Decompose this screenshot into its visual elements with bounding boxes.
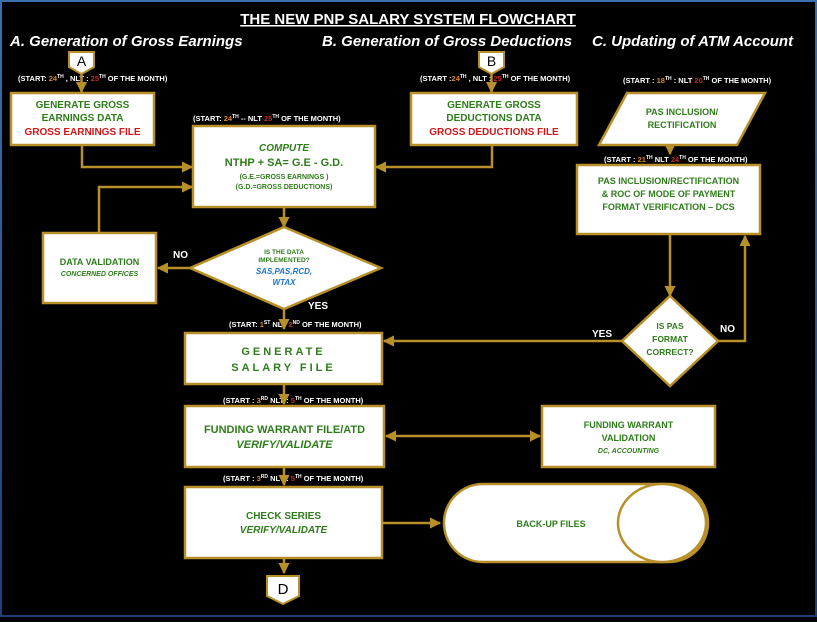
decision-implemented-no-label: NO: [173, 250, 188, 261]
funding-validation-box: FUNDING WARRANT VALIDATION DC, ACCOUNTIN…: [540, 404, 717, 469]
schedule-gross-deductions: (START :24TH , NLT : 25TH OF THE MONTH): [420, 74, 571, 83]
decision-pas-yes-label: YES: [592, 329, 612, 340]
connector-b-label: B: [487, 53, 496, 69]
check-series-line2: VERIFY/VALIDATE: [240, 525, 328, 536]
gross-earnings-box: GENERATE GROSS EARNINGS DATA GROSS EARNI…: [9, 91, 156, 147]
section-a-heading: A. Generation of Gross Earnings: [9, 33, 243, 50]
funding-warrant-line1: FUNDING WARRANT FILE/ATD: [204, 424, 365, 436]
decision-data-implemented: IS THE DATA IMPLEMENTED? SAS,PAS,RCD, WT…: [186, 225, 385, 311]
check-series-box: CHECK SERIES VERIFY/VALIDATE: [183, 485, 384, 560]
funding-validation-line2: VALIDATION: [602, 433, 656, 443]
compute-formula: NTHP + SA= G.E - G.D.: [225, 157, 343, 169]
decision-pas-line3: CORRECT?: [646, 347, 693, 357]
funding-validation-line3: DC, ACCOUNTING: [598, 448, 660, 455]
gross-earnings-line2: EARNINGS DATA: [42, 113, 124, 124]
gross-deductions-line2: DEDUCTIONS DATA: [446, 113, 541, 124]
generate-salary-line2: SALARY FILE: [231, 362, 336, 374]
pas-input-line2: RECTIFICATION: [648, 120, 717, 130]
decision-implemented-line2: IMPLEMENTED?: [258, 257, 309, 264]
gross-deductions-file: GROSS DEDUCTIONS FILE: [429, 127, 559, 138]
funding-validation-line1: FUNDING WARRANT: [584, 420, 674, 430]
compute-note-gd: (G.D.=GROSS DEDUCTIONS): [236, 184, 333, 191]
schedule-pas-roc: (START : 21TH NLT 24TH OF THE MONTH): [604, 155, 748, 164]
gross-earnings-file: GROSS EARNINGS FILE: [24, 127, 140, 138]
generate-salary-box: GENERATE SALARY FILE: [183, 331, 384, 386]
decision-implemented-line3: SAS,PAS,RCD,: [256, 267, 312, 276]
pas-input-line1: PAS INCLUSION/: [646, 107, 719, 117]
schedule-check: (START : 3RD NLT : 5TH OF THE MONTH): [223, 474, 364, 483]
schedule-funding: (START : 3RD NLT : 5TH OF THE MONTH): [223, 396, 364, 405]
section-b-heading: B. Generation of Gross Deductions: [322, 33, 572, 50]
decision-implemented-yes-label: YES: [308, 301, 328, 312]
compute-note-ge: (G.E.=GROSS EARNINGS ): [240, 174, 329, 181]
connector-d-label: D: [278, 581, 289, 598]
pas-roc-line2: & ROC OF MODE OF PAYMENT: [602, 189, 736, 199]
decision-implemented-line1: IS THE DATA: [264, 249, 304, 256]
pas-roc-line1: PAS INCLUSION/RECTIFICATION: [598, 176, 739, 186]
check-series-line1: CHECK SERIES: [246, 511, 321, 522]
gross-deductions-box: GENERATE GROSS DEDUCTIONS DATA GROSS DED…: [409, 91, 579, 147]
gross-deductions-line1: GENERATE GROSS: [447, 100, 541, 111]
pas-input-parallelogram: PAS INCLUSION/ RECTIFICATION: [596, 91, 768, 147]
compute-heading: COMPUTE: [259, 143, 309, 154]
connector-a: A: [68, 51, 95, 76]
connector-a-label: A: [77, 53, 87, 69]
decision-pas-no-label: NO: [720, 324, 735, 335]
data-validation-line2: CONCERNED OFFICES: [61, 271, 139, 278]
gross-earnings-line1: GENERATE GROSS: [36, 100, 130, 111]
funding-warrant-box: FUNDING WARRANT FILE/ATD VERIFY/VALIDATE: [183, 404, 386, 469]
generate-salary-line1: GENERATE: [241, 346, 325, 358]
schedule-pas: (START : 18TH : NLT 20TH OF THE MONTH): [623, 76, 772, 85]
pas-roc-line3: FORMAT VERIFICATION – DCS: [602, 202, 734, 212]
backup-files-shape: BACK-UP FILES: [442, 482, 710, 564]
schedule-gross-earnings: (START: 24TH , NLT : 25TH OF THE MONTH): [18, 74, 168, 83]
data-validation-line1: DATA VALIDATION: [60, 257, 140, 267]
backup-files-label: BACK-UP FILES: [516, 519, 585, 529]
funding-warrant-line2: VERIFY/VALIDATE: [236, 439, 333, 451]
data-validation-box: DATA VALIDATION CONCERNED OFFICES: [41, 231, 158, 305]
connector-b: B: [478, 51, 505, 76]
decision-pas-line1: IS PAS: [656, 321, 684, 331]
compute-box: COMPUTE NTHP + SA= G.E - G.D. (G.E.=GROS…: [191, 124, 377, 209]
decision-implemented-line4: WTAX: [273, 278, 297, 287]
connector-lines: [75, 74, 751, 575]
decision-pas-line2: FORMAT: [652, 334, 689, 344]
page-title: THE NEW PNP SALARY SYSTEM FLOWCHART: [240, 11, 576, 28]
pas-roc-box: PAS INCLUSION/RECTIFICATION & ROC OF MOD…: [575, 163, 762, 236]
decision-pas-format: IS PAS FORMAT CORRECT?: [620, 294, 720, 388]
schedule-compute: (START: 24TH -- NLT 25TH OF THE MONTH): [193, 114, 341, 123]
section-c-heading: C. Updating of ATM Account: [592, 33, 794, 50]
connector-d: D: [266, 575, 300, 606]
